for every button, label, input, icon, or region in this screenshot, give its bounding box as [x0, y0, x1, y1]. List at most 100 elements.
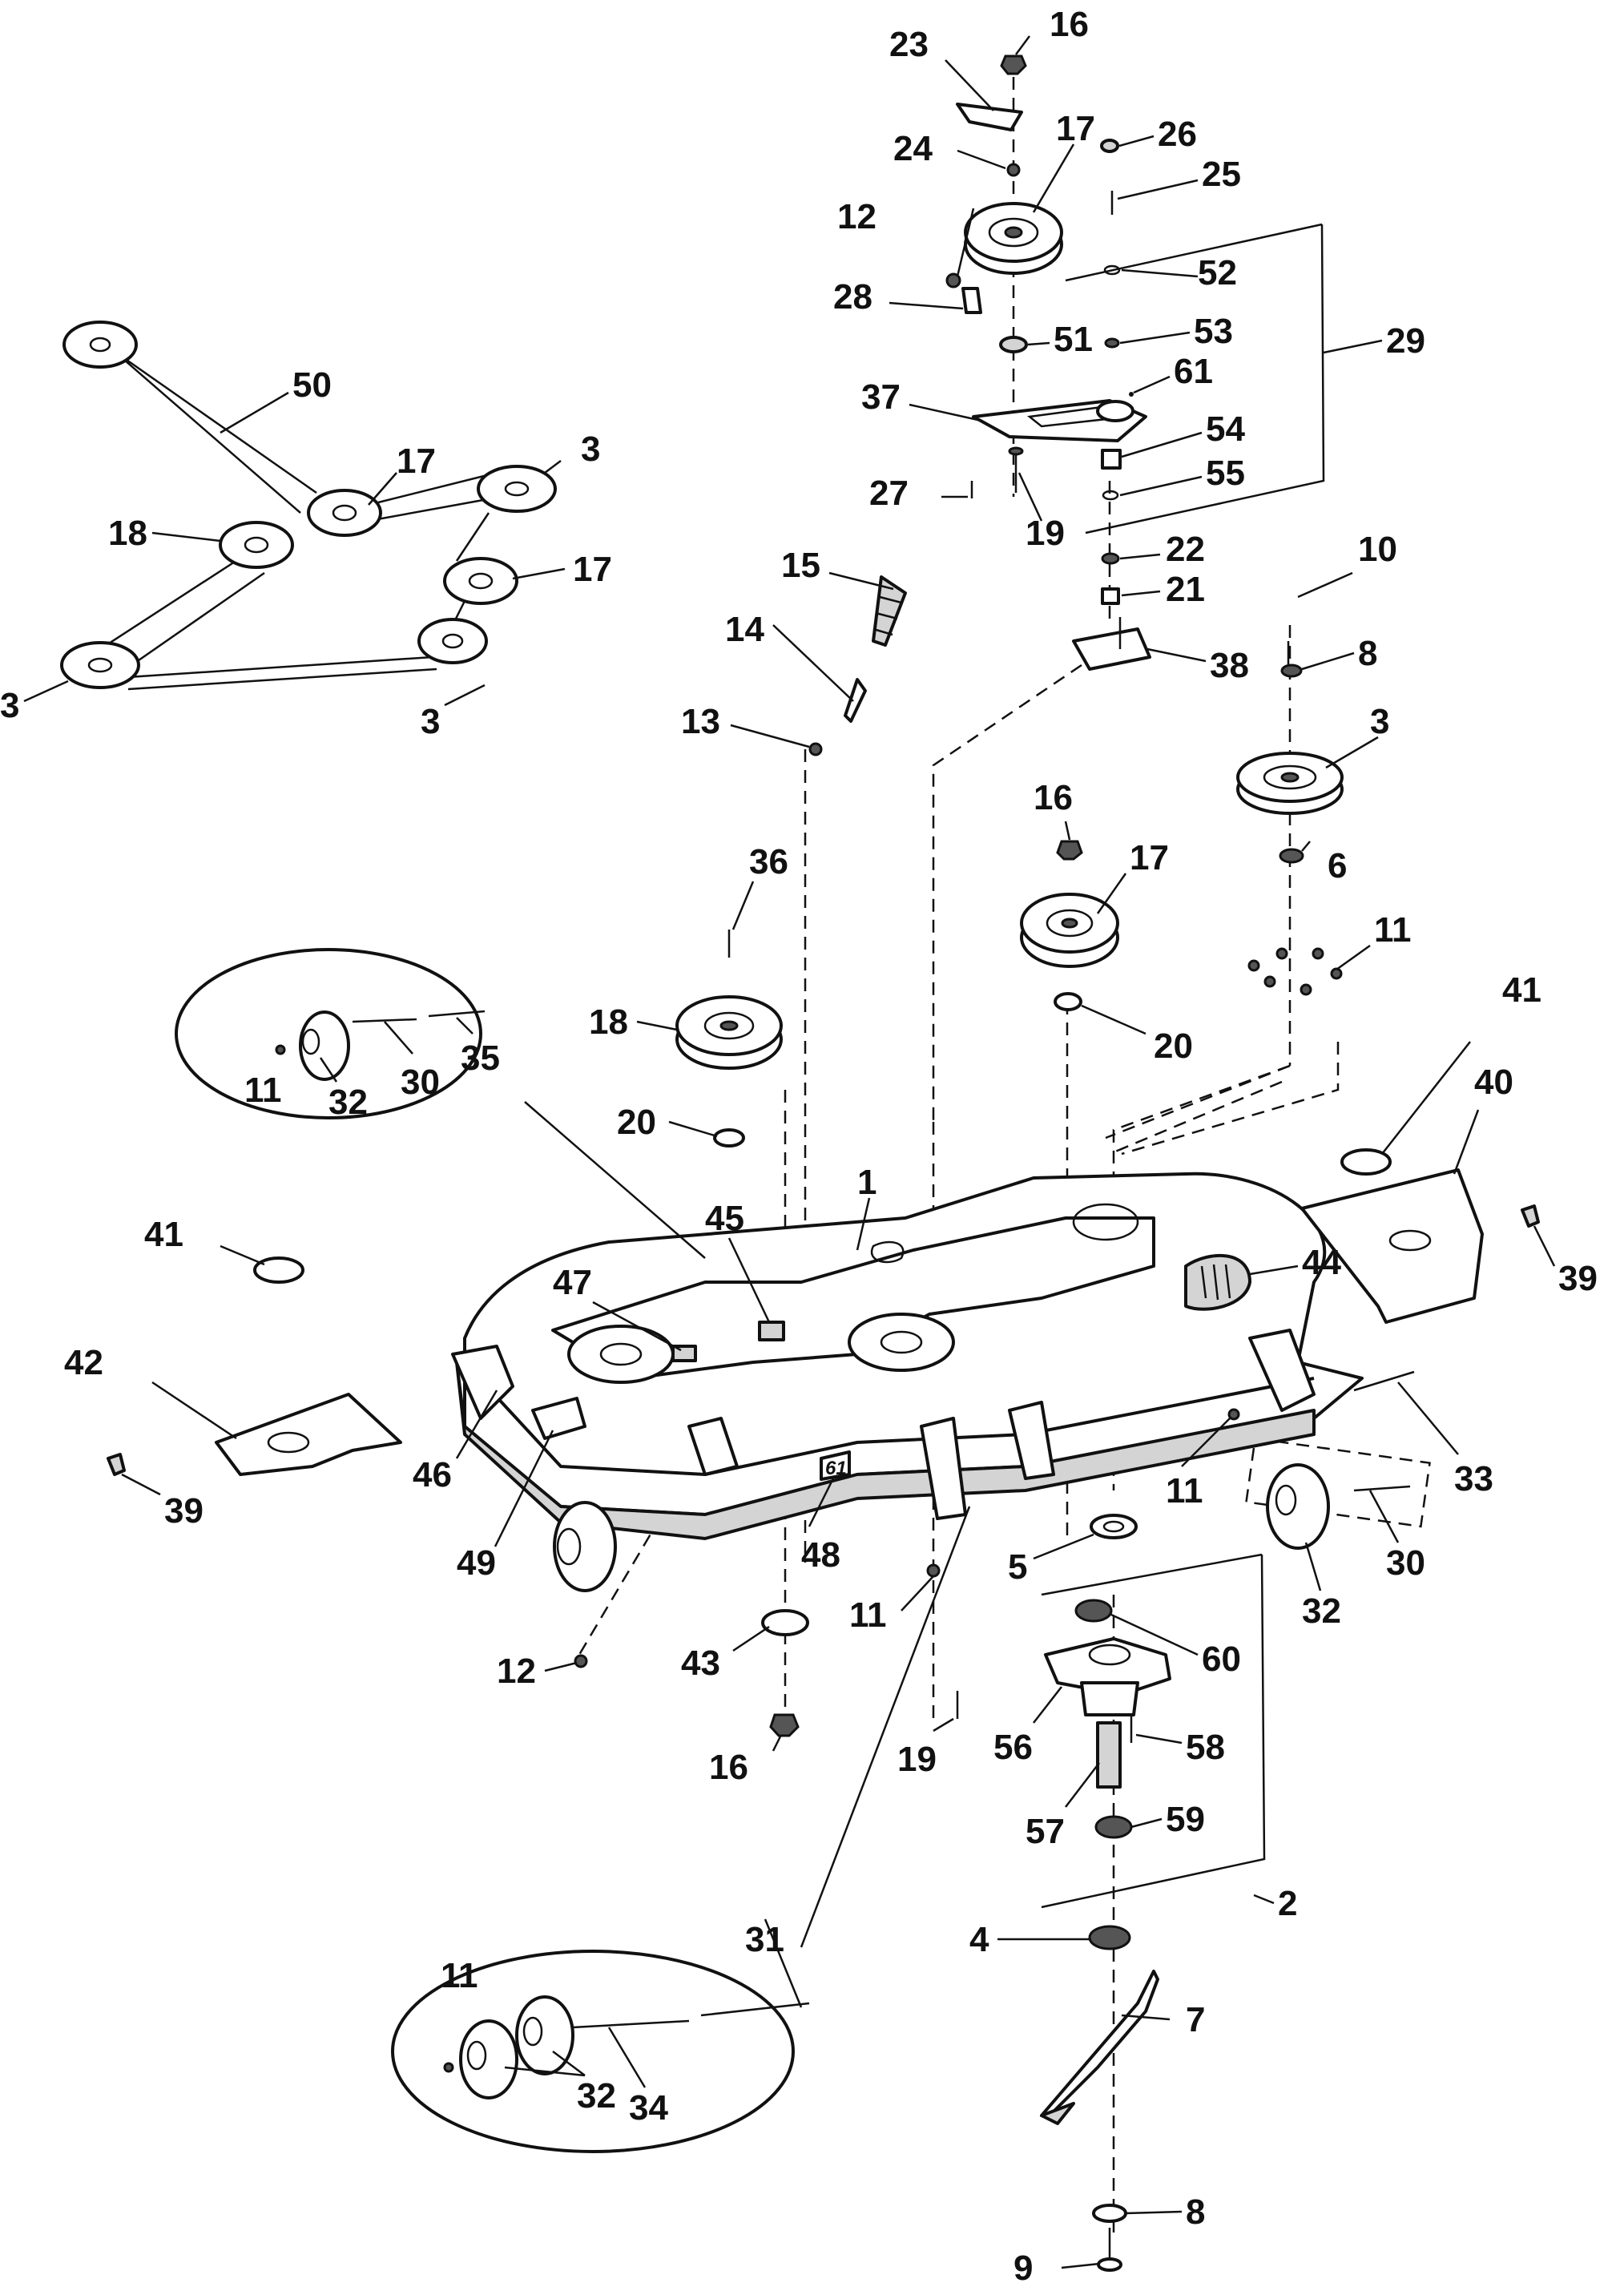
pulley-3-center-belt-shape	[417, 618, 488, 664]
leader-20-left	[668, 1120, 718, 1138]
leader-42	[151, 1381, 237, 1440]
pulley-3-drive-hub	[1280, 772, 1300, 783]
deck-left-pulley	[567, 1325, 675, 1384]
baffle-42-hole	[267, 1431, 310, 1454]
washer-5	[1090, 1514, 1138, 1539]
bracket-46	[451, 1345, 514, 1420]
callout-18-belt: 18	[108, 514, 147, 553]
bearing-4	[1088, 1925, 1131, 1950]
callout-26: 26	[1158, 115, 1197, 154]
callout-50: 50	[292, 365, 332, 405]
leader-54	[1121, 431, 1203, 458]
callout-14: 14	[725, 610, 764, 649]
leader-46	[455, 1390, 498, 1459]
leader-6	[1301, 841, 1311, 852]
leader-2	[1253, 1894, 1275, 1905]
callout-36: 36	[749, 842, 788, 881]
callout-48: 48	[801, 1535, 840, 1575]
nut-12-bottom	[574, 1654, 588, 1668]
centerline-nut-ring-2	[1109, 1080, 1283, 1156]
callout-34: 34	[629, 2088, 668, 2128]
leader-16-top	[1014, 35, 1031, 55]
leader-17-belt-upper	[368, 472, 397, 506]
deck-left-pulley-hub	[599, 1342, 643, 1366]
callout-1: 1	[857, 1163, 876, 1202]
spacer-20-right	[1054, 992, 1082, 1011]
nut-11-ring-a	[1247, 959, 1260, 972]
leader-61	[1133, 375, 1171, 394]
nut-11-deck-a	[926, 1563, 941, 1578]
callout-17-mid: 17	[1130, 838, 1169, 877]
leader-22	[1119, 553, 1161, 560]
leader-34	[607, 2027, 647, 2088]
leader-31	[764, 1918, 803, 2008]
roller-32-inset-b-hub	[522, 2016, 543, 2047]
leader-lines	[23, 35, 1556, 2269]
callout-9: 9	[1013, 2249, 1033, 2288]
leader-58	[1135, 1733, 1183, 1744]
callout-22: 22	[1166, 530, 1205, 569]
pulley-17-lower-belt-hub	[468, 572, 494, 590]
leader-41-left	[220, 1244, 265, 1266]
bracket-23	[956, 103, 1023, 131]
leader-11-ring	[1336, 944, 1371, 971]
leader-19-top	[1018, 472, 1043, 522]
pulley-18-deck-groove	[703, 1011, 755, 1040]
callout-23: 23	[889, 25, 929, 64]
idler-arm-stack	[945, 54, 1325, 671]
callout-41-left: 41	[144, 1215, 183, 1254]
callout-28: 28	[833, 277, 872, 317]
callout-7: 7	[1186, 2000, 1205, 2039]
leader-48	[808, 1478, 835, 1527]
callout-19-bottom: 19	[897, 1740, 937, 1779]
callout-30-inset: 30	[401, 1063, 440, 1102]
callout-46: 46	[413, 1455, 452, 1494]
callout-17-belt-lower: 17	[573, 550, 612, 589]
group-2-top-line	[1041, 1553, 1263, 1596]
leader-25	[1117, 179, 1199, 200]
callout-20-left: 20	[617, 1103, 656, 1142]
leader-20-right	[1081, 1004, 1146, 1035]
spring-15-coils	[872, 595, 902, 636]
roller-32-inset-top-hub	[301, 1028, 320, 1055]
centerline-bracket-drop	[932, 664, 1082, 1122]
nut-11-ring-c	[1312, 947, 1324, 960]
bracket-45	[758, 1321, 785, 1341]
washer-8-top	[1280, 664, 1303, 678]
leader-60	[1110, 1613, 1199, 1656]
leader-38	[1146, 647, 1207, 663]
callout-39-right: 39	[1558, 1259, 1598, 1298]
callout-38: 38	[1210, 646, 1249, 685]
leader-32-inset-b	[552, 2051, 586, 2076]
leader-inset-bottom-to-deck	[800, 1506, 971, 1948]
callout-32-inset-bottom: 32	[577, 2076, 616, 2116]
callout-51: 51	[1054, 320, 1093, 359]
leader-1	[856, 1197, 871, 1251]
leader-16-mid	[1064, 821, 1071, 841]
nut-11-ring-b	[1275, 947, 1288, 960]
leader-23	[945, 59, 994, 111]
callout-15: 15	[781, 546, 820, 585]
bearing-59	[1094, 1815, 1133, 1839]
spring-assembly	[808, 575, 907, 756]
nut-11-inset-bottom	[443, 2062, 454, 2073]
callout-39-left: 39	[164, 1491, 204, 1531]
deck-badge-48	[820, 1450, 851, 1481]
callout-16-mid: 16	[1034, 778, 1073, 817]
engine-pulley-shape	[62, 321, 138, 369]
axle-34-inset	[572, 2019, 690, 2029]
leader-18-deck	[636, 1020, 678, 1031]
bolt-9-head	[1097, 2257, 1122, 2272]
baffle-40	[1300, 1168, 1484, 1324]
callout-3-topright: 3	[581, 430, 600, 469]
callout-55: 55	[1206, 454, 1245, 493]
leader-44	[1249, 1264, 1299, 1276]
belt-routing-diagram	[60, 321, 557, 691]
rod-33	[1353, 1370, 1415, 1392]
spindle-assembly	[1040, 1514, 1266, 2272]
leader-10	[1297, 571, 1353, 599]
callout-32-right: 32	[1302, 1591, 1341, 1631]
callout-8-bottom: 8	[1186, 2192, 1205, 2232]
pulley-3-center-belt-hub	[441, 633, 464, 649]
